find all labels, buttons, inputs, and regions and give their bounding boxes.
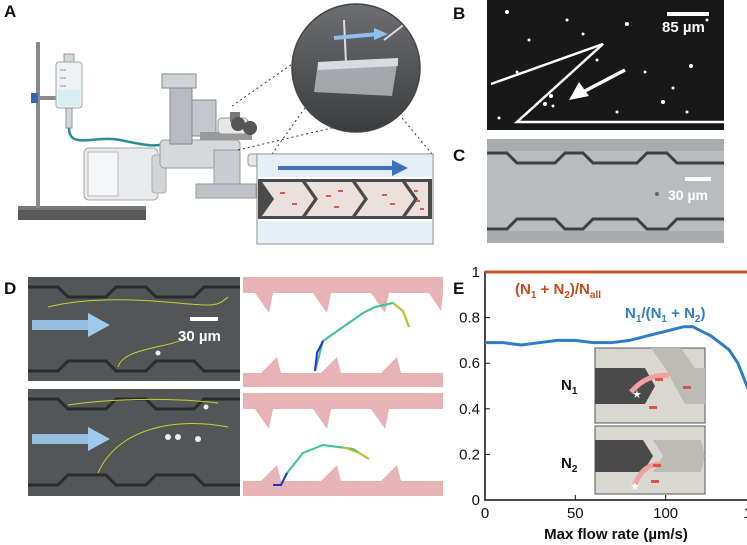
panel-b-darkfield — [487, 0, 724, 130]
scalebar — [190, 317, 218, 321]
tubing — [67, 127, 176, 147]
pump-box — [83, 147, 167, 201]
inset-n1-label: N1 — [561, 377, 578, 397]
panel-a-setup-illustration — [18, 3, 434, 245]
syringe-icon — [55, 53, 83, 129]
ring-stand — [18, 42, 146, 220]
series-label-blue: N1/(N1 + N2) — [625, 305, 705, 325]
panel-label-c: C — [453, 146, 466, 165]
scalebar — [667, 12, 709, 16]
flow-arrow-head — [88, 427, 110, 451]
chip-photo — [292, 4, 420, 132]
x-tick-label: 100 — [653, 505, 678, 522]
scalebar — [685, 177, 711, 181]
panel-d-trajectories — [243, 277, 443, 496]
series-line-2 — [485, 325, 747, 391]
flow-arrow-head — [569, 82, 589, 100]
svg-text:★: ★ — [630, 481, 640, 493]
series-label-red: (N1 + N2)/Nall — [515, 281, 601, 301]
scalebar-label: 30 µm — [178, 328, 221, 345]
zoom-line — [401, 117, 433, 155]
panel-e-chart: 0 0.2 0.4 0.6 0.8 1 0 50 100 150 ★ ★ N1 N2 (N1 +… — [459, 264, 747, 543]
channel-outline — [490, 42, 724, 124]
inset-n2-label: N2 — [561, 455, 578, 475]
y-tick-label: 0 — [472, 492, 480, 509]
inset-n2: ★ — [594, 425, 706, 495]
scalebar-label: 30 µm — [668, 187, 708, 203]
y-tick-label: 0.6 — [459, 355, 480, 372]
y-tick-label: 0.4 — [459, 401, 480, 418]
flow-arrow-shaft — [582, 68, 626, 94]
panel-label-b: B — [453, 4, 466, 23]
panel-label-d: D — [4, 279, 17, 298]
panel-label-a: A — [4, 2, 17, 21]
y-axis: 0 0.2 0.4 0.6 0.8 1 — [459, 264, 490, 509]
x-tick-label: 50 — [567, 505, 584, 522]
series-group — [485, 270, 747, 391]
y-tick-label: 0.2 — [459, 446, 480, 463]
inset-n1: ★ — [594, 347, 706, 424]
x-axis-label: Max flow rate (µm/s) — [544, 526, 688, 543]
panel-d-micrographs — [28, 277, 240, 496]
svg-text:★: ★ — [632, 389, 642, 401]
x-axis: 0 50 100 150 — [481, 495, 747, 522]
x-tick-label: 150 — [743, 505, 747, 522]
chip-photo-border — [291, 3, 421, 133]
microscope-icon — [159, 73, 261, 199]
y-tick-label: 1 — [472, 264, 480, 281]
zoom-line — [271, 107, 306, 155]
scalebar-label: 85 µm — [662, 19, 705, 36]
flow-arrow-head — [88, 313, 110, 337]
panel-c-brightfield — [487, 139, 724, 243]
y-tick-label: 0.8 — [459, 310, 480, 327]
x-tick-label: 0 — [481, 505, 489, 522]
panel-label-e: E — [453, 279, 465, 298]
channel-schematic — [256, 153, 434, 245]
